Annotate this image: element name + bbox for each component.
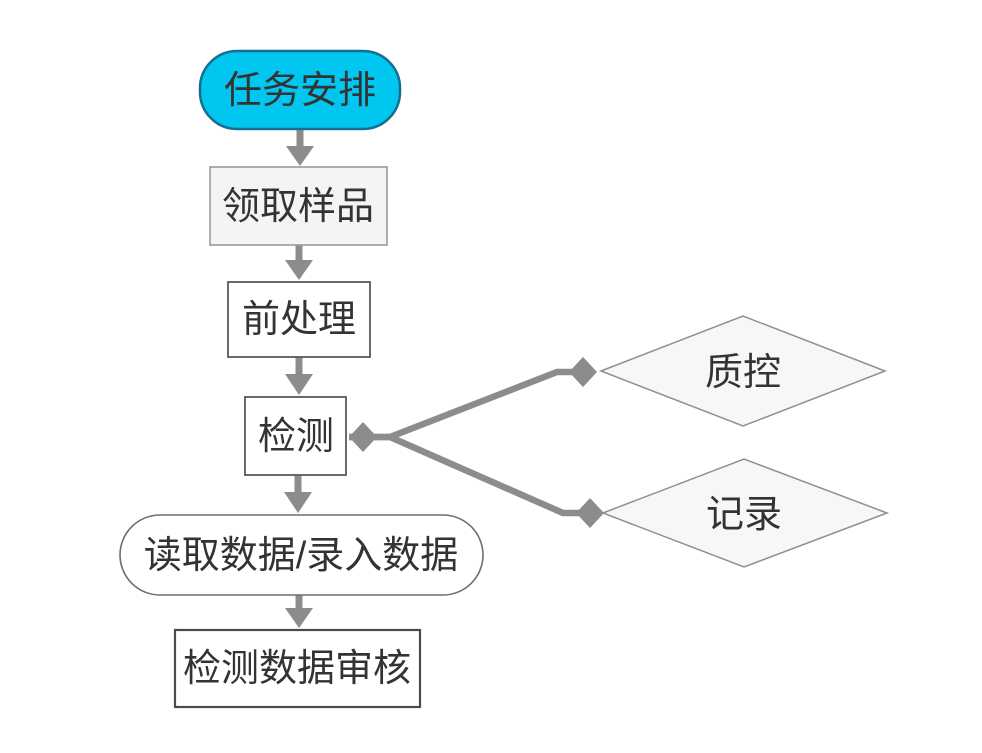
process-rect-shape — [173, 628, 422, 709]
arrowhead-down-icon — [286, 146, 314, 166]
diamond-tip-at-testing-icon — [349, 422, 377, 452]
node-label-pretreatment: 前处理 — [242, 299, 356, 341]
arrow-data-to-review — [285, 594, 313, 628]
node-label-record: 记录 — [706, 494, 782, 536]
stadium-shape — [119, 514, 484, 596]
node-receive-samples: 领取样品 — [209, 166, 388, 246]
process-rect-shape — [244, 396, 347, 476]
node-label-read-enter-data: 读取数据/录入数据 — [144, 535, 459, 577]
node-label-test-data-review: 检测数据审核 — [183, 648, 411, 690]
connectors — [284, 129, 604, 628]
arrowhead-down-icon — [285, 374, 313, 395]
process-rect-shape — [209, 166, 388, 246]
node-label-task-assignment: 任务安排 — [224, 70, 376, 112]
arrow-task-to-receive — [286, 129, 314, 166]
diamond-tip-at-record-icon — [576, 498, 604, 528]
node-record: 记录 — [600, 458, 890, 568]
node-read-enter-data: 读取数据/录入数据 — [119, 514, 484, 596]
node-test-data-review: 检测数据审核 — [173, 628, 422, 709]
branch-line-testing-to-record — [349, 433, 581, 517]
arrowhead-down-icon — [285, 608, 313, 628]
start-stadium-shape — [198, 49, 402, 131]
node-task-assignment: 任务安排 — [198, 49, 402, 131]
arrowhead-down-icon — [285, 260, 313, 280]
node-pretreatment: 前处理 — [227, 281, 371, 358]
process-rect-shape — [227, 281, 371, 358]
arrowhead-down-icon — [284, 492, 312, 513]
branch-line-testing-to-qc — [349, 368, 573, 441]
diamond-tip-at-qc-icon — [569, 357, 597, 387]
node-label-testing: 检测 — [258, 416, 334, 458]
arrow-pretreat-to-testing — [285, 356, 313, 395]
arrow-receive-to-pretreat — [285, 244, 313, 280]
decision-diamond-shape — [598, 315, 888, 427]
node-quality-control: 质控 — [598, 315, 888, 427]
node-label-quality-control: 质控 — [705, 352, 781, 394]
node-testing: 检测 — [244, 396, 347, 476]
node-label-receive-samples: 领取样品 — [222, 186, 374, 228]
arrow-testing-to-data — [284, 474, 312, 513]
decision-diamond-shape — [600, 458, 890, 568]
